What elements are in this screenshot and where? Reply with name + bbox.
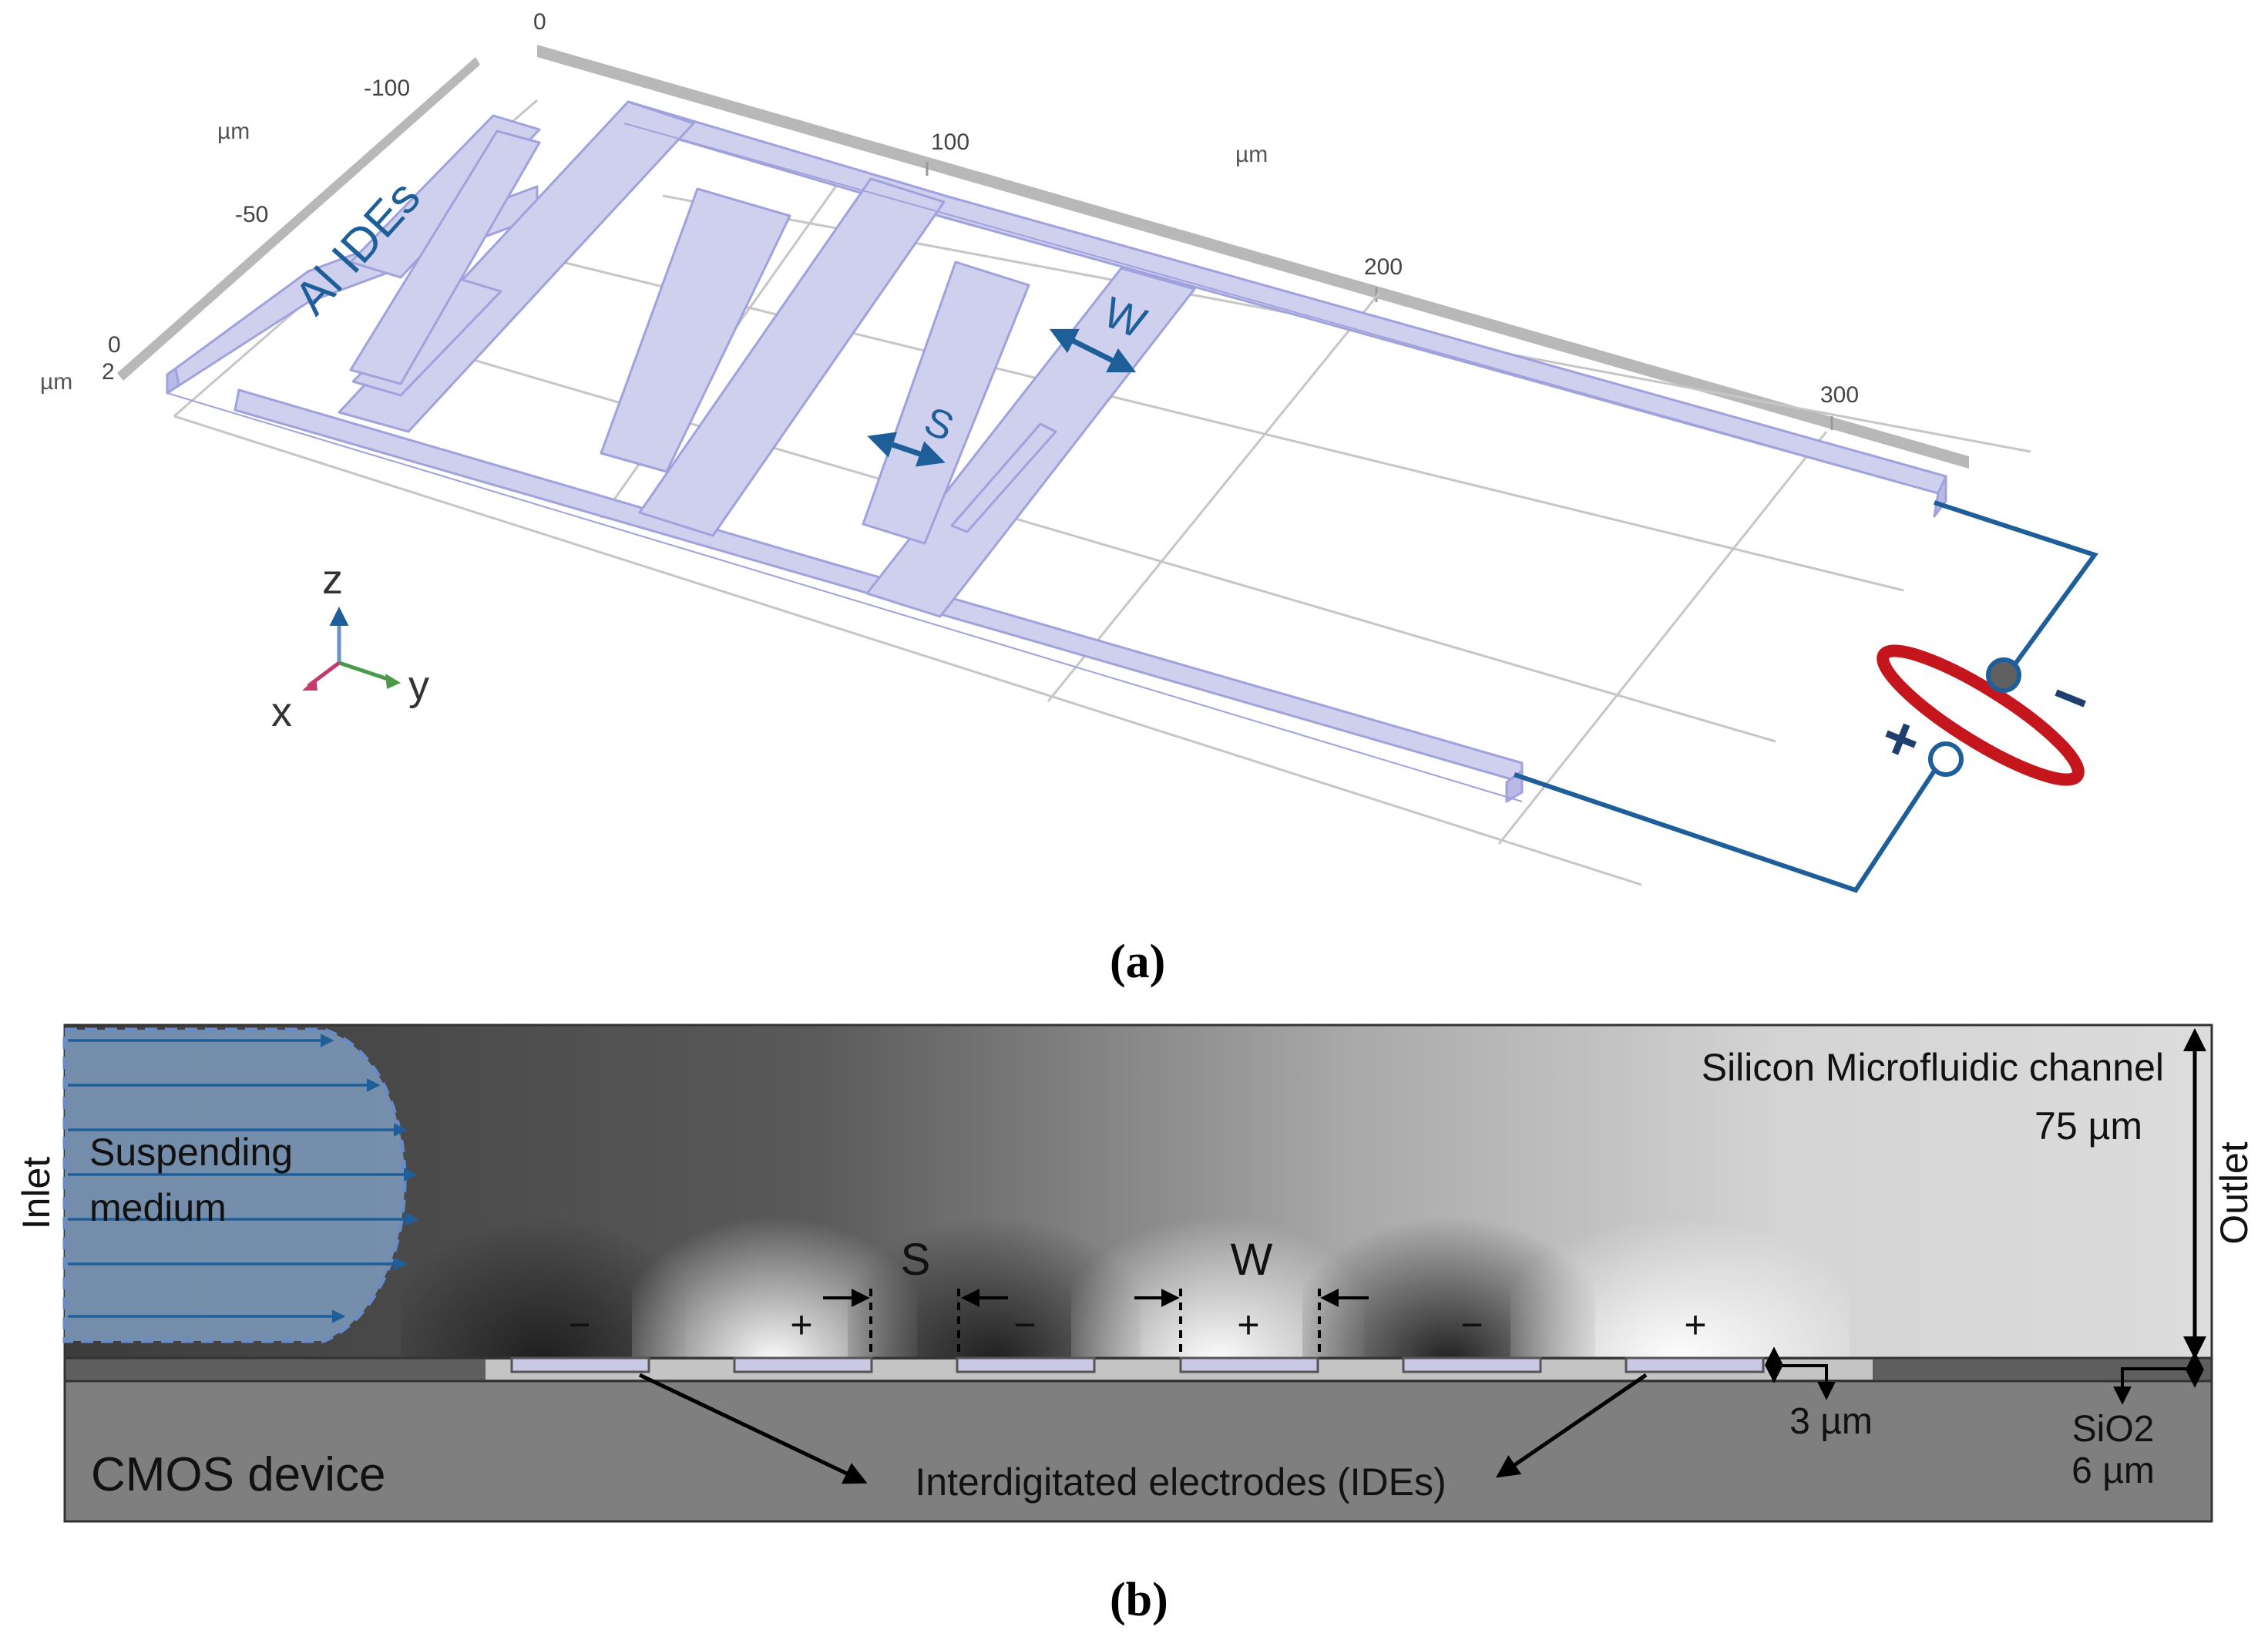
tick-label-x-0: 0 — [108, 332, 121, 358]
triad-label-x: x — [271, 689, 292, 735]
tick-label-x-neg50: -50 — [235, 202, 268, 227]
axis-ruler-y — [537, 45, 1969, 469]
oxide-thickness-indicator — [2113, 1351, 2204, 1405]
axis-ruler-x — [117, 57, 480, 381]
spacing-dimension-arrow — [867, 432, 946, 467]
ide-callout-arrow-left — [638, 1373, 868, 1484]
triad-label-z: z — [322, 556, 343, 603]
electrode — [1179, 1356, 1319, 1373]
panel-b: − + − + − + Suspending medium Inlet Outl… — [15, 1023, 2256, 1626]
width-label-b: W — [1231, 1235, 1273, 1285]
caption-b: (b) — [1110, 1574, 1168, 1626]
terminal-minus-label: − — [2041, 659, 2101, 736]
polarity-label: + — [1237, 1303, 1259, 1346]
oxide-label: SiO2 — [2072, 1409, 2155, 1450]
electrode — [956, 1356, 1096, 1373]
spacing-label-b: S — [901, 1235, 931, 1285]
flow-profile — [62, 1027, 407, 1343]
polarity-label: − — [568, 1303, 590, 1346]
electrode — [733, 1356, 873, 1373]
tick-label-x-neg100: -100 — [364, 76, 410, 101]
triad-label-y: y — [408, 663, 429, 709]
width-dimension-arrow — [1049, 328, 1137, 373]
ide-electrodes — [166, 100, 1947, 803]
oxide-thickness-label: 6 µm — [2071, 1450, 2155, 1491]
caption-a: (a) — [1110, 936, 1165, 988]
electrode — [1625, 1356, 1765, 1373]
cmos-device — [63, 1380, 2213, 1523]
wire-bottom — [1514, 758, 1944, 893]
medium-label-line2: medium — [89, 1186, 227, 1229]
tick-label-y-200: 200 — [1364, 254, 1403, 280]
device-label: CMOS device — [91, 1448, 385, 1501]
spacing-dimension — [823, 1289, 1008, 1358]
electrode — [510, 1356, 650, 1373]
coordinate-triad: z x y — [271, 556, 429, 735]
polarity-label: + — [790, 1303, 812, 1346]
channel-label: Silicon Microfluidic channel — [1702, 1046, 2164, 1089]
electrode-thickness-label: 3 µm — [1789, 1401, 1873, 1442]
outlet-label: Outlet — [2213, 1141, 2256, 1245]
finger — [349, 129, 541, 385]
finger — [638, 177, 946, 537]
finger — [600, 187, 791, 473]
tick-label-z-2: 2 — [102, 359, 115, 385]
tick-label-y-300: 300 — [1820, 382, 1859, 408]
tick-label-y-100: 100 — [931, 129, 969, 155]
axis-unit-label: µm — [217, 119, 250, 144]
inlet-label: Inlet — [15, 1157, 58, 1230]
finger — [950, 422, 1057, 533]
width-dimension — [1134, 1289, 1369, 1358]
panel-a: µm µm µm 0 100 200 300 -100 -50 0 2 Al I… — [40, 9, 2100, 988]
axis-unit-label: µm — [40, 369, 72, 395]
ide-label: Interdigitated electrodes (IDEs) — [915, 1460, 1446, 1504]
axis-unit-label: µm — [1235, 142, 1268, 167]
electrode — [1402, 1356, 1542, 1373]
ac-source-icon — [1877, 644, 2085, 786]
electrode-thickness-indicator — [1765, 1346, 1836, 1400]
terminal-plus-label: + — [1872, 700, 1931, 777]
terminal-plus — [1928, 741, 1964, 777]
channel-height-label: 75 µm — [2034, 1104, 2142, 1148]
terminal-minus — [1986, 657, 2021, 693]
polarity-label: − — [1013, 1303, 1036, 1346]
ide-callout-arrow-right — [1496, 1373, 1648, 1478]
tick-label-y-0: 0 — [533, 9, 546, 35]
medium-label-line1: Suspending — [89, 1131, 293, 1174]
polarity-label: − — [1460, 1303, 1483, 1346]
wire-top — [1934, 500, 2098, 676]
electrode-edges — [166, 123, 1939, 802]
ide-electrodes-cross-section — [510, 1356, 1765, 1373]
flow-arrows — [68, 1034, 419, 1323]
polarity-label: + — [1684, 1303, 1706, 1346]
